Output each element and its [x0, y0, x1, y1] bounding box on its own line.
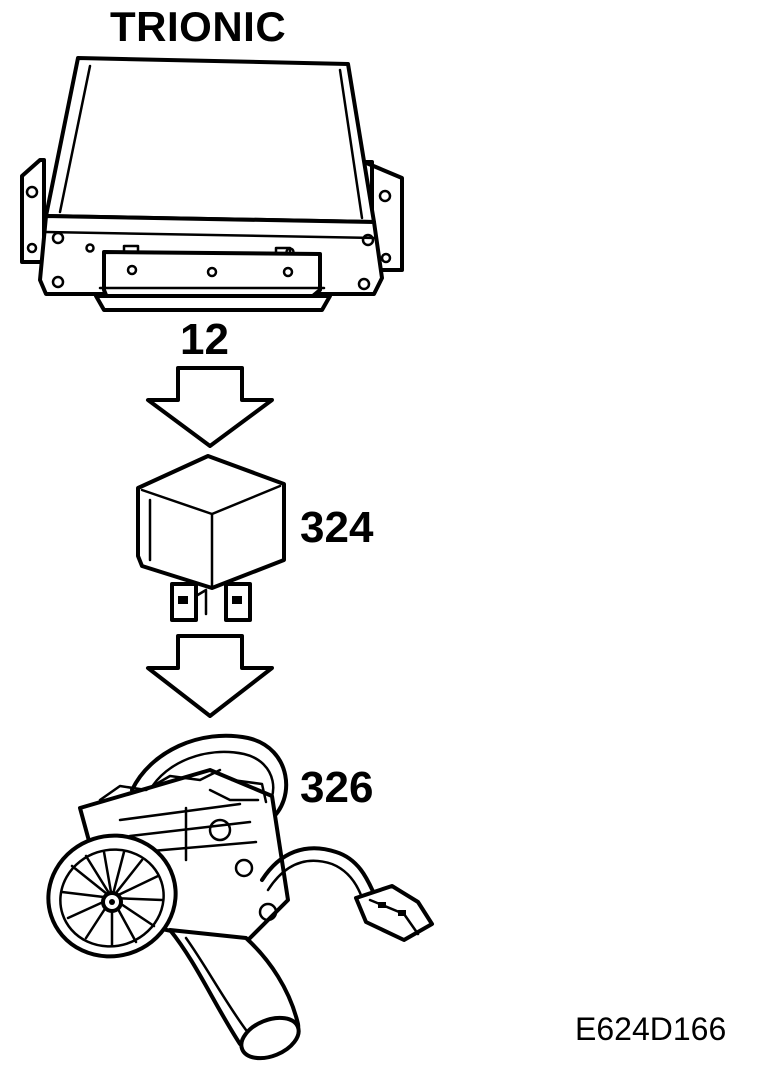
arrow-down-icon: [146, 366, 274, 448]
figure-code: E624D166: [575, 1011, 727, 1047]
relay-label: 324: [300, 503, 374, 552]
secondary-air-pump: [46, 733, 434, 1061]
arrow-down-icon: [146, 634, 274, 718]
relay: [136, 454, 286, 622]
diagram-title: TRIONIC: [110, 3, 287, 50]
connector-label: 12: [180, 315, 229, 364]
pump-label: 326: [300, 763, 374, 812]
trionic-control-module: [20, 56, 404, 312]
